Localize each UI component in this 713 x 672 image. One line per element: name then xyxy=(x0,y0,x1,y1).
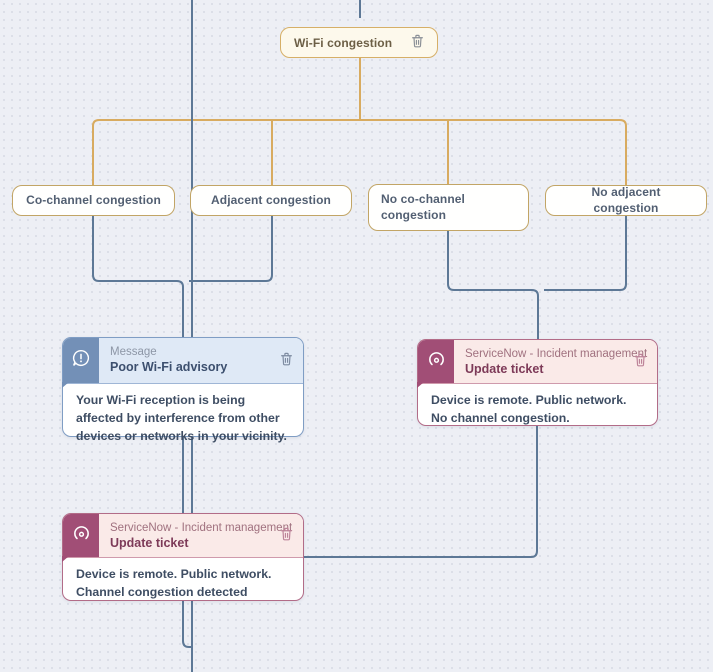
card-header-text: ServiceNow - Incident management Update … xyxy=(454,340,648,383)
servicenow-icon-box xyxy=(62,514,99,562)
node-no-co-channel-congestion[interactable]: No co-channel congestion xyxy=(368,184,529,231)
card-servicenow-update-ticket-right[interactable]: ServiceNow - Incident management Update … xyxy=(417,339,658,426)
message-icon-box xyxy=(62,338,99,388)
trash-icon xyxy=(411,34,424,51)
card-message-poor-wifi-advisory[interactable]: Message Poor Wi-Fi advisory Your Wi-Fi r… xyxy=(62,337,304,443)
card-body-text: Device is remote. Public network. Channe… xyxy=(76,567,272,599)
trash-icon xyxy=(280,527,293,544)
card-body-text: Your Wi-Fi reception is being affected b… xyxy=(76,393,287,443)
node-label: Wi-Fi congestion xyxy=(294,35,393,50)
node-label: Co-channel congestion xyxy=(26,192,161,207)
trash-icon xyxy=(634,353,647,370)
no-cochannel-to-ticket-connector xyxy=(447,231,539,339)
action-flow-connectors xyxy=(92,0,627,672)
card-type-label: Message xyxy=(110,346,157,358)
node-no-adjacent-congestion[interactable]: No adjacent congestion xyxy=(545,185,707,216)
servicenow-logo-icon xyxy=(72,524,91,548)
card-header-text: ServiceNow - Incident management Update … xyxy=(99,514,293,557)
node-label: Adjacent congestion xyxy=(211,192,331,207)
adjacent-to-message-connector xyxy=(189,216,273,282)
node-co-channel-congestion[interactable]: Co-channel congestion xyxy=(12,185,175,216)
card-header: ServiceNow - Incident management Update … xyxy=(417,340,657,388)
cochannel-to-message-connector xyxy=(92,216,184,337)
node-wifi-congestion[interactable]: Wi-Fi congestion xyxy=(280,27,438,58)
servicenow-logo-icon xyxy=(427,350,446,374)
condition-branch-connectors xyxy=(92,57,627,185)
no-adjacent-to-ticket-connector xyxy=(544,216,627,291)
card-type-label: ServiceNow - Incident management xyxy=(110,522,293,534)
right-ticket-to-bottom-ticket-connector xyxy=(304,426,538,558)
servicenow-icon-box xyxy=(417,340,454,388)
card-title: Update ticket xyxy=(110,536,189,551)
card-body-text: Device is remote. Public network. No cha… xyxy=(431,393,627,425)
card-type-label: ServiceNow - Incident management xyxy=(465,348,648,360)
delete-card-button[interactable] xyxy=(275,338,297,383)
speech-bubble-exclamation-icon xyxy=(71,348,91,373)
node-adjacent-congestion[interactable]: Adjacent congestion xyxy=(190,185,352,216)
node-label: No adjacent congestion xyxy=(591,184,661,215)
card-header-text: Message Poor Wi-Fi advisory xyxy=(99,338,275,383)
card-title: Poor Wi-Fi advisory xyxy=(110,360,228,375)
trash-icon xyxy=(280,352,293,369)
delete-card-button[interactable] xyxy=(275,514,297,557)
card-servicenow-update-ticket-bottom[interactable]: ServiceNow - Incident management Update … xyxy=(62,513,304,601)
branch-trunk-connector xyxy=(92,119,627,185)
bottom-ticket-to-lane-connector xyxy=(182,601,193,648)
delete-card-button[interactable] xyxy=(629,340,651,383)
card-header: ServiceNow - Incident management Update … xyxy=(62,514,303,562)
card-title: Update ticket xyxy=(465,362,544,377)
card-header: Message Poor Wi-Fi advisory xyxy=(62,338,303,388)
delete-node-button[interactable] xyxy=(411,34,424,51)
node-label: No co-channel congestion xyxy=(381,191,465,222)
